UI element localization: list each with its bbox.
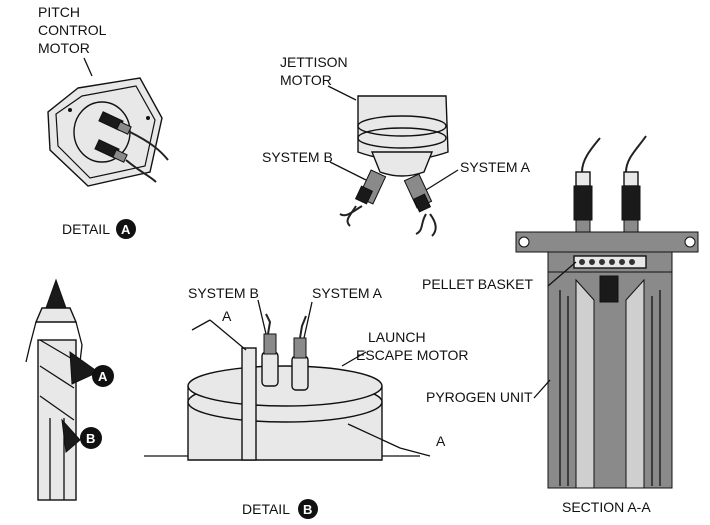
pitch-control-motor-label-3: MOTOR xyxy=(38,40,90,56)
pitch-control-motor-label-1: PITCH xyxy=(38,4,80,20)
jettison-motor-illustration xyxy=(339,95,449,237)
jettison-motor-label-1: JETTISON xyxy=(280,54,348,70)
pitch-motor-leader xyxy=(83,57,93,77)
section-marker-left: A xyxy=(222,308,232,324)
launch-escape-motor-label-2: ESCAPE MOTOR xyxy=(356,347,469,363)
rocket-badge-b-text: B xyxy=(86,431,95,446)
pellet-basket xyxy=(573,255,647,269)
detail-a-label: DETAIL xyxy=(62,221,110,237)
pellet-basket-leader xyxy=(547,261,577,287)
system-b-bottom-label: SYSTEM B xyxy=(188,285,259,301)
launch-escape-motor-illustration xyxy=(144,313,420,461)
rocket-badge-a-text: A xyxy=(98,369,108,384)
system-b-top-leader xyxy=(329,161,367,181)
section-aa-label: SECTION A-A xyxy=(562,499,651,515)
pitch-control-motor-illustration xyxy=(47,77,169,187)
system-b-bottom-leader xyxy=(257,299,267,335)
escape-connector-a xyxy=(291,337,309,391)
section-line-left xyxy=(191,319,247,351)
system-a-top-label: SYSTEM A xyxy=(460,159,531,175)
detail-b-badge-text: B xyxy=(303,502,312,517)
section-marker-right: A xyxy=(436,433,446,449)
pyrogen-connector-right xyxy=(621,171,641,233)
system-b-top-label: SYSTEM B xyxy=(262,149,333,165)
section-line-right xyxy=(347,423,431,457)
jettison-connector-a xyxy=(403,173,433,213)
pitch-control-motor-label-2: CONTROL xyxy=(38,22,107,38)
section-aa-illustration xyxy=(515,135,699,489)
detail-a-badge-text: A xyxy=(121,222,131,237)
launch-escape-motor-label-1: LAUNCH xyxy=(368,329,426,345)
launch-escape-motor-leader xyxy=(341,351,367,367)
jettison-connector-b xyxy=(354,169,387,205)
system-a-bottom-leader xyxy=(303,301,313,339)
jettison-motor-leader xyxy=(327,85,357,101)
jettison-motor-label-2: MOTOR xyxy=(280,72,332,88)
system-a-top-leader xyxy=(425,169,459,191)
pitch-motor-connector-2 xyxy=(94,139,128,163)
rocket-badge-a xyxy=(92,365,114,387)
pyrogen-connector-left xyxy=(573,171,593,233)
escape-connector-b xyxy=(261,333,279,387)
pyrogen-unit-leader xyxy=(533,379,551,399)
detail-a-badge xyxy=(116,219,136,239)
detail-b-badge xyxy=(298,499,318,519)
rocket-badge-b xyxy=(80,427,102,449)
pyrogen-unit-label: PYROGEN UNIT xyxy=(426,389,533,405)
rocket-illustration xyxy=(25,278,99,501)
system-a-bottom-label: SYSTEM A xyxy=(312,285,383,301)
pellet-basket-label: PELLET BASKET xyxy=(422,276,533,292)
detail-b-label: DETAIL xyxy=(242,501,290,517)
pitch-motor-connector-1 xyxy=(98,111,132,135)
